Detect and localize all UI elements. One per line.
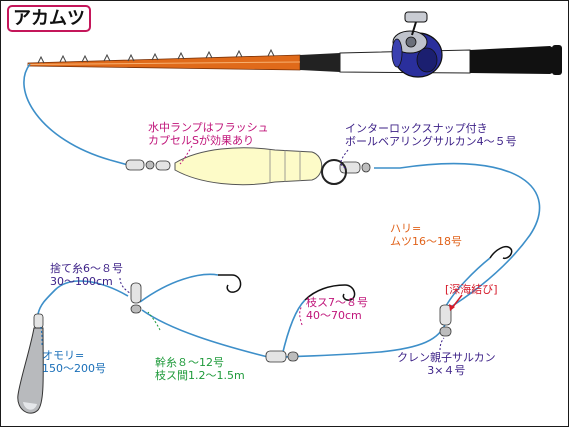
branch-label-line1: 枝ス7～８号 — [306, 296, 368, 309]
swivel-icons — [33, 159, 452, 363]
label-pointers — [39, 145, 445, 351]
crane-swivel-label-line1: クレン親子サルカン — [397, 351, 496, 364]
crane-swivel-label-line2: 3×４号 — [427, 364, 466, 377]
hook-label-line2: ムツ16～18号 — [390, 235, 462, 248]
main-line-label: 幹糸８～12号 枝ス間1.2～1.5m — [155, 356, 245, 382]
swivel-top-label: インターロックスナップ付き ボールベアリングサルカン4～５号 — [345, 122, 517, 148]
sinker-label-line2: 150～200号 — [42, 362, 106, 375]
hook-label: ハリ= ムツ16～18号 — [390, 222, 462, 248]
fishing-line — [23, 63, 541, 358]
hook-icons — [218, 246, 513, 301]
branch-label-line2: 40～70cm — [306, 309, 362, 322]
main-line-label-line2: 枝ス間1.2～1.5m — [155, 369, 245, 382]
sinker-label-line1: オモリ= — [42, 349, 85, 362]
underwater-lamp — [174, 147, 347, 186]
sinker-line-label: 捨て糸6～８号 30～100cm — [50, 262, 123, 288]
knot-arrowhead-icon — [449, 304, 455, 311]
lamp-label: 水中ランプはフラッシュ カプセルSが効果あり — [148, 121, 269, 147]
sinker-icon — [17, 327, 44, 414]
swivel-top-label-line1: インターロックスナップ付き — [345, 122, 488, 135]
sinker-line-label-line1: 捨て糸6～８号 — [50, 262, 123, 275]
fishing-rod — [27, 45, 562, 75]
hook-label-line1: ハリ= — [390, 222, 422, 235]
reel — [391, 11, 443, 78]
sinker-line-label-line2: 30～100cm — [50, 275, 113, 288]
lamp-label-line2: カプセルSが効果あり — [148, 134, 254, 147]
title-badge: アカムツ — [7, 5, 91, 32]
swivel-top-label-line2: ボールベアリングサルカン4～５号 — [345, 135, 517, 148]
crane-swivel-label: クレン親子サルカン 3×４号 — [397, 351, 496, 377]
sinker-label: オモリ= 150～200号 — [42, 349, 106, 375]
lamp-label-line1: 水中ランプはフラッシュ — [148, 121, 269, 134]
main-line-label-line1: 幹糸８～12号 — [155, 356, 224, 369]
knot-arrow-icon — [451, 294, 463, 309]
branch-label: 枝ス7～８号 40～70cm — [306, 296, 368, 322]
diagram-title: アカムツ — [13, 8, 85, 29]
knot-label: [深海結び] — [445, 283, 498, 296]
